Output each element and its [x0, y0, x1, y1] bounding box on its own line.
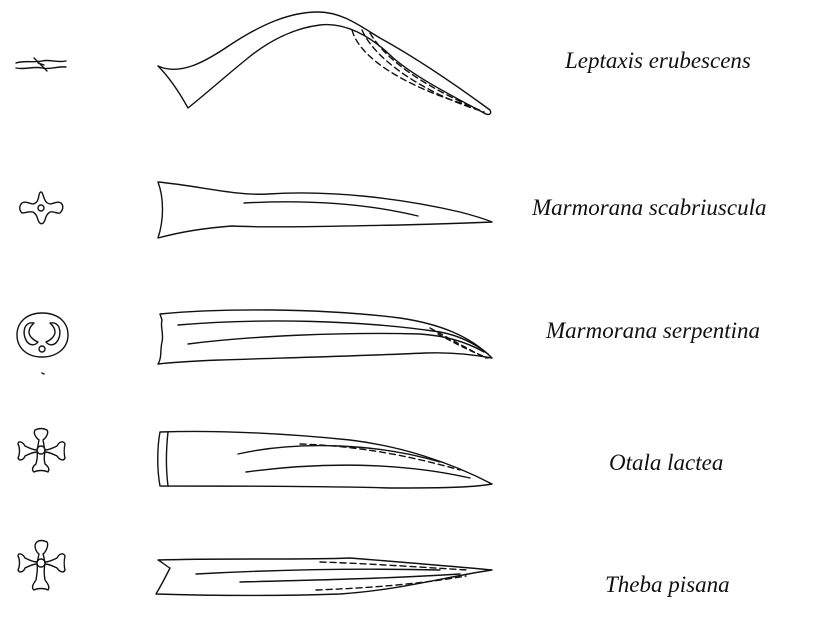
species-label: Otala lactea	[609, 450, 723, 476]
dart-leptaxis-erubescens	[158, 12, 491, 114]
cross-section-marmorana-scabriuscula	[20, 192, 63, 224]
cross-section-marmorana-serpentina	[17, 313, 68, 374]
species-label: Leptaxis erubescens	[565, 48, 751, 74]
species-label: Marmorana serpentina	[546, 318, 760, 344]
dart-marmorana-serpentina	[158, 310, 492, 364]
dart-otala-lactea	[158, 431, 492, 488]
dart-marmorana-scabriuscula	[158, 182, 492, 238]
cross-section-leptaxis-erubescens	[16, 58, 66, 71]
cross-section-theba-pisana	[18, 541, 65, 591]
dart-theba-pisana	[156, 558, 492, 596]
species-label: Marmorana scabriuscula	[532, 195, 766, 221]
cross-section-otala-lactea	[18, 429, 65, 473]
species-label: Theba pisana	[605, 572, 730, 598]
